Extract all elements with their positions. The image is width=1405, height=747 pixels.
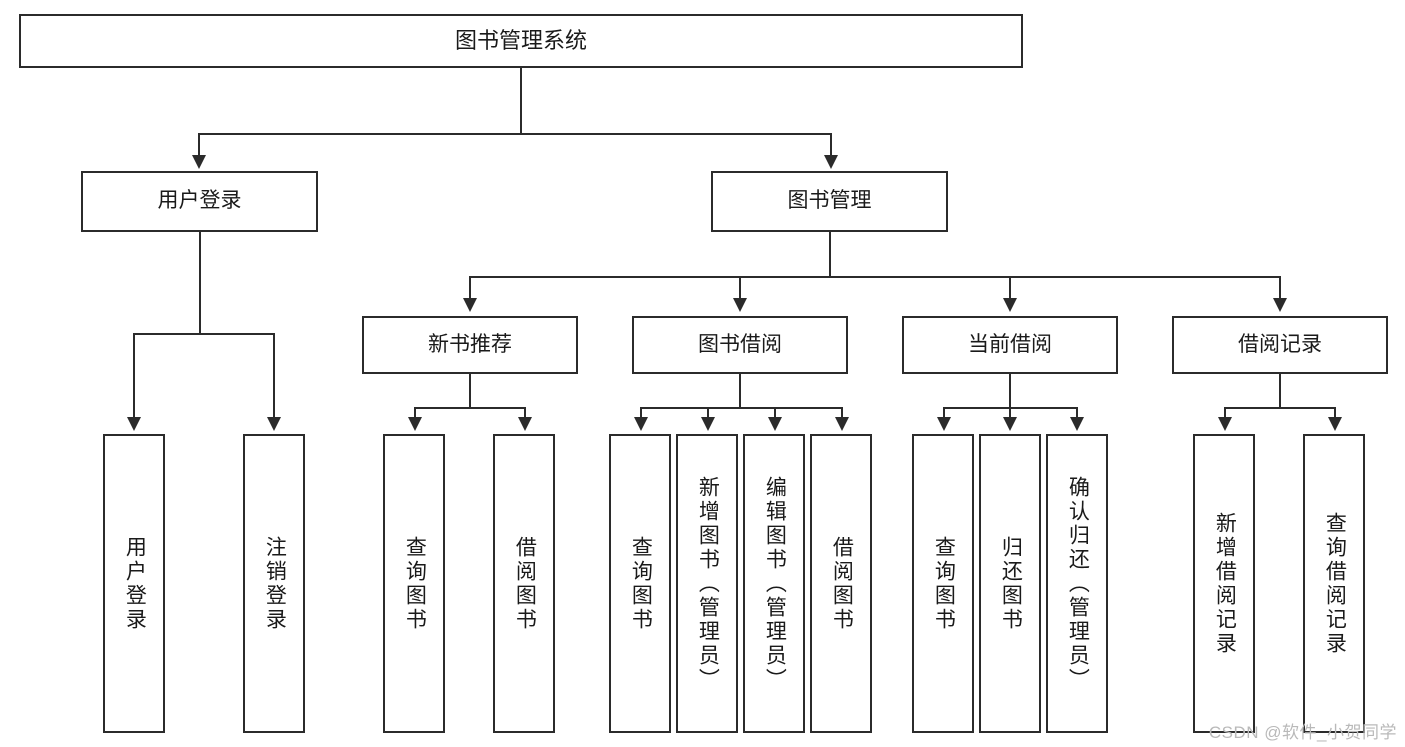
connector-nb-drop-2 — [524, 407, 526, 418]
connector-cb-drop-2 — [1009, 407, 1011, 418]
arrowhead-leaf-nb-borrow — [518, 417, 532, 431]
leaf-record-query[interactable]: 查询借阅记录 — [1303, 434, 1365, 733]
connector-bm-drop-1 — [469, 276, 471, 300]
leaf-logout[interactable]: 注销登录 — [243, 434, 305, 733]
connector-bm-drop-2 — [739, 276, 741, 300]
connector-br-drop-2 — [1334, 407, 1336, 418]
connector-book-borrow-bus — [640, 407, 842, 409]
arrowhead-leaf-bb-query — [634, 417, 648, 431]
arrowhead-to-user-login — [192, 155, 206, 169]
arrowhead-to-book-manage — [824, 155, 838, 169]
node-label: 查询图书 — [629, 535, 653, 632]
leaf-confirm-return-admin[interactable]: 确认归还（管理员） — [1046, 434, 1108, 733]
node-label: 查询借阅记录 — [1323, 511, 1347, 656]
connector-new-book-stem — [469, 374, 471, 408]
leaf-book-query[interactable]: 查询图书 — [609, 434, 671, 733]
arrowhead-leaf-bb-edit — [768, 417, 782, 431]
arrowhead-leaf-cb-return — [1003, 417, 1017, 431]
arrowhead-leaf-user-login — [127, 417, 141, 431]
connector-nb-drop-1 — [414, 407, 416, 418]
node-label: 图书管理 — [787, 189, 872, 213]
node-borrow-record[interactable]: 借阅记录 — [1172, 316, 1388, 374]
leaf-new-book-query[interactable]: 查询图书 — [383, 434, 445, 733]
connector-root-drop-right — [830, 133, 832, 157]
node-label: 借阅图书 — [513, 535, 537, 632]
node-user-login[interactable]: 用户登录 — [81, 171, 318, 232]
arrowhead-leaf-bb-add — [701, 417, 715, 431]
node-label: 归还图书 — [999, 535, 1023, 632]
connector-cb-drop-3 — [1076, 407, 1078, 418]
connector-bm-drop-3 — [1009, 276, 1011, 300]
connector-book-manage-bus — [469, 276, 1281, 278]
node-label: 图书借阅 — [698, 332, 782, 356]
arrowhead-leaf-logout — [267, 417, 281, 431]
node-current-borrow[interactable]: 当前借阅 — [902, 316, 1118, 374]
node-label: 确认归还（管理员） — [1066, 475, 1090, 692]
leaf-record-add[interactable]: 新增借阅记录 — [1193, 434, 1255, 733]
arrowhead-leaf-nb-query — [408, 417, 422, 431]
connector-user-login-bus — [133, 333, 275, 335]
arrowhead-leaf-bb-borrow — [835, 417, 849, 431]
connector-user-login-drop-1 — [133, 333, 135, 418]
node-book-manage[interactable]: 图书管理 — [711, 171, 948, 232]
arrowhead-to-new-book — [463, 298, 477, 312]
node-label: 查询图书 — [403, 535, 427, 632]
node-label: 查询图书 — [932, 535, 956, 632]
connector-root-drop-left — [198, 133, 200, 157]
leaf-book-add-admin[interactable]: 新增图书（管理员） — [676, 434, 738, 733]
node-label: 图书管理系统 — [454, 28, 587, 54]
connector-root-bus — [198, 133, 832, 135]
connector-current-borrow-stem — [1009, 374, 1011, 408]
node-label: 注销登录 — [263, 535, 287, 632]
node-root-system[interactable]: 图书管理系统 — [19, 14, 1023, 68]
connector-bm-drop-4 — [1279, 276, 1281, 300]
node-label: 借阅图书 — [830, 535, 854, 632]
connector-bb-drop-2 — [707, 407, 709, 418]
connector-book-manage-stem — [829, 232, 831, 277]
node-label: 新增图书（管理员） — [696, 475, 720, 692]
node-label: 新增借阅记录 — [1213, 511, 1237, 656]
node-label: 用户登录 — [123, 535, 147, 632]
node-new-book-recommend[interactable]: 新书推荐 — [362, 316, 578, 374]
node-label: 编辑图书（管理员） — [763, 475, 787, 692]
leaf-book-borrow[interactable]: 借阅图书 — [810, 434, 872, 733]
arrowhead-leaf-cb-confirm — [1070, 417, 1084, 431]
connector-borrow-record-stem — [1279, 374, 1281, 408]
arrowhead-to-borrow-record — [1273, 298, 1287, 312]
csdn-watermark: CSDN @软件_小贺同学 — [1208, 723, 1397, 742]
connector-new-book-bus — [414, 407, 526, 409]
leaf-user-login[interactable]: 用户登录 — [103, 434, 165, 733]
connector-user-login-drop-2 — [273, 333, 275, 418]
node-label: 借阅记录 — [1238, 332, 1322, 356]
arrowhead-to-current-borrow — [1003, 298, 1017, 312]
arrowhead-leaf-cb-query — [937, 417, 951, 431]
connector-book-borrow-stem — [739, 374, 741, 408]
connector-borrow-record-bus — [1224, 407, 1336, 409]
connector-cb-drop-1 — [943, 407, 945, 418]
leaf-book-edit-admin[interactable]: 编辑图书（管理员） — [743, 434, 805, 733]
connector-bb-drop-4 — [841, 407, 843, 418]
leaf-current-query[interactable]: 查询图书 — [912, 434, 974, 733]
connector-br-drop-1 — [1224, 407, 1226, 418]
node-label: 当前借阅 — [968, 332, 1052, 356]
connector-root-stem — [520, 68, 522, 134]
arrowhead-to-book-borrow — [733, 298, 747, 312]
arrowhead-leaf-br-add — [1218, 417, 1232, 431]
connector-user-login-stem — [199, 232, 201, 334]
node-label: 用户登录 — [157, 189, 242, 213]
leaf-new-book-borrow[interactable]: 借阅图书 — [493, 434, 555, 733]
arrowhead-leaf-br-query — [1328, 417, 1342, 431]
leaf-current-return[interactable]: 归还图书 — [979, 434, 1041, 733]
connector-bb-drop-3 — [774, 407, 776, 418]
connector-bb-drop-1 — [640, 407, 642, 418]
node-book-borrow[interactable]: 图书借阅 — [632, 316, 848, 374]
node-label: 新书推荐 — [428, 332, 512, 356]
